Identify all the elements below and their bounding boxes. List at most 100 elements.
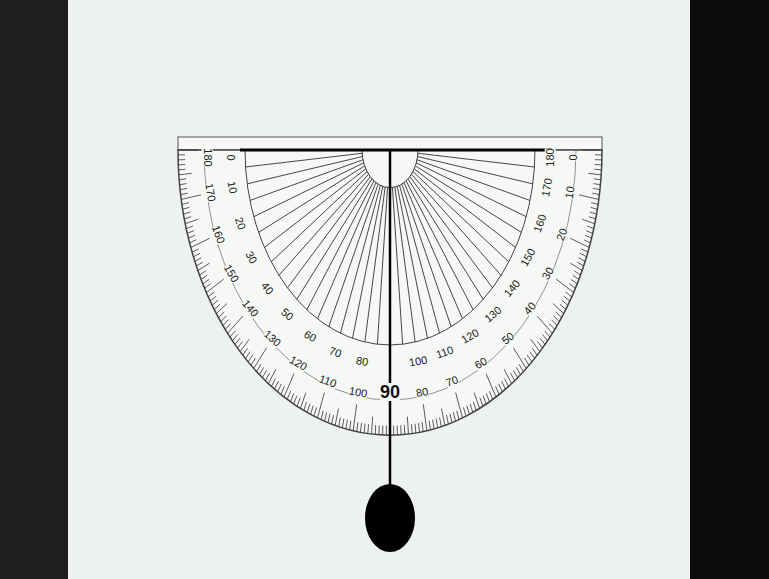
angle-ray (400, 185, 440, 333)
degree-tick (180, 188, 187, 189)
degree-tick (556, 279, 573, 292)
degree-tick (210, 296, 216, 301)
degree-tick (245, 352, 250, 359)
degree-tick (281, 386, 285, 394)
degree-tick (552, 320, 558, 326)
degree-tick (524, 358, 529, 365)
degree-tick (470, 404, 473, 413)
degree-tick (243, 348, 248, 355)
degree-tick (553, 304, 564, 314)
scale-number: 180 (201, 148, 212, 166)
degree-tick (587, 226, 594, 229)
degree-tick (367, 424, 369, 433)
degree-tick (375, 425, 376, 434)
degree-tick (577, 262, 583, 266)
degree-tick (537, 316, 552, 333)
degree-tick (473, 402, 476, 411)
angle-ray (411, 174, 501, 275)
angle-ray (259, 166, 365, 233)
dark-band (690, 0, 769, 579)
degree-tick (532, 348, 537, 355)
degree-tick (251, 358, 256, 365)
angle-ray (417, 160, 530, 201)
degree-tick (545, 331, 550, 337)
degree-tick (433, 420, 434, 429)
degree-tick (271, 379, 275, 387)
degree-tick (353, 404, 356, 430)
degree-tick (223, 320, 229, 326)
degree-tick (225, 324, 230, 330)
degree-tick (214, 304, 220, 309)
degree-tick (542, 334, 547, 340)
degree-tick (570, 263, 582, 270)
degree-tick (584, 240, 591, 243)
degree-tick (360, 423, 362, 432)
degree-tick (201, 275, 207, 279)
degree-tick (480, 398, 483, 406)
angle-ray (410, 177, 493, 288)
degree-tick (407, 417, 408, 434)
protractor-body (178, 137, 602, 552)
degree-tick (321, 411, 323, 420)
degree-tick (422, 422, 423, 431)
degree-tick (257, 364, 261, 371)
angle-ray (402, 184, 451, 327)
degree-tick (537, 342, 542, 349)
degree-tick (516, 367, 520, 374)
degree-tick (350, 421, 351, 430)
degree-tick (339, 418, 341, 427)
angle-ray (264, 169, 365, 248)
scale-number: 10 (226, 180, 239, 194)
degree-tick (275, 381, 279, 389)
angle-ray (279, 174, 369, 275)
degree-tick (579, 195, 599, 200)
degree-tick (579, 258, 585, 262)
degree-tick (453, 412, 455, 421)
degree-tick (192, 249, 199, 252)
degree-tick (212, 300, 218, 305)
degree-tick (496, 386, 500, 394)
degree-tick (404, 425, 405, 434)
degree-tick (181, 195, 201, 200)
degree-tick (527, 355, 532, 362)
degree-tick (294, 396, 297, 404)
degree-tick (178, 164, 185, 165)
degree-tick (178, 154, 185, 155)
top-strip (178, 137, 602, 150)
degree-tick (442, 409, 445, 426)
degree-tick (447, 415, 449, 424)
degree-tick (307, 404, 310, 413)
angle-ray (246, 153, 363, 167)
degree-tick (467, 406, 470, 415)
angle-ray (404, 183, 463, 319)
degree-tick (254, 348, 267, 369)
angle-ray (254, 163, 364, 217)
degree-tick (499, 384, 503, 392)
angle-ray (329, 184, 378, 327)
degree-tick (456, 393, 463, 418)
degree-tick (549, 324, 554, 330)
degree-tick (386, 426, 387, 435)
angle-ray (418, 153, 535, 167)
degree-tick (178, 159, 185, 160)
degree-tick (411, 424, 413, 433)
scale-number: 80 (415, 386, 429, 399)
pendulum-string (389, 150, 392, 485)
degree-tick (560, 304, 566, 309)
degree-tick (513, 370, 517, 378)
degree-tick (259, 367, 263, 374)
angle-ray (287, 177, 370, 288)
degree-tick (593, 184, 600, 185)
angle-ray (395, 187, 415, 342)
degree-tick (486, 393, 489, 401)
angle-ray (413, 172, 509, 262)
degree-tick (414, 424, 416, 433)
degree-tick (540, 338, 545, 344)
degree-tick (595, 164, 602, 165)
pendulum-bob (365, 484, 415, 552)
degree-tick (193, 253, 199, 257)
degree-tick (423, 404, 426, 430)
degree-tick (582, 150, 602, 151)
